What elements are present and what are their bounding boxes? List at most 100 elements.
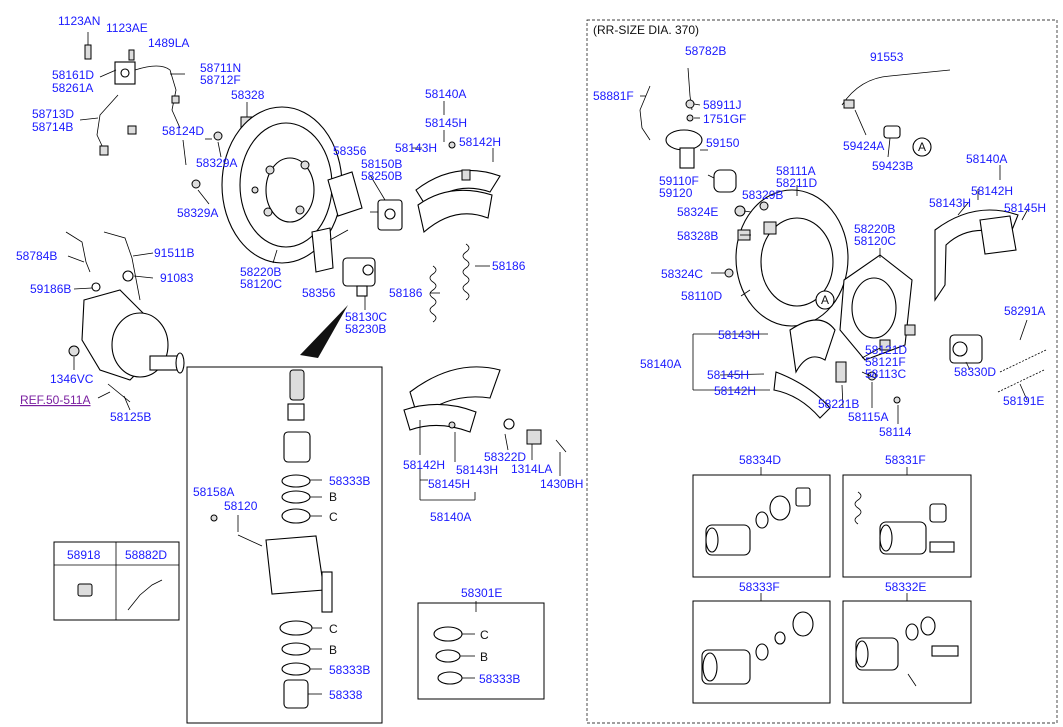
hose-58881f [639, 85, 651, 141]
label-circle-a-2: A [821, 293, 829, 307]
label-59424a: 59424A [843, 139, 884, 153]
label-58882d: 58882D [125, 548, 167, 562]
brake-line-91511b [103, 231, 141, 301]
label-58150b: 58150B [361, 157, 402, 171]
label-58142h-right-2: 58142H [714, 384, 756, 398]
label-58714b: 58714B [32, 120, 73, 134]
label-58121d: 58121D [865, 343, 907, 357]
spring-58186-a [462, 243, 470, 301]
wheel-cylinder-58130c [342, 257, 376, 297]
label-58330d: 58330D [954, 365, 996, 379]
label-58329a-2: 58329A [177, 206, 218, 220]
label-58220b-left: 58220B [240, 265, 281, 279]
label-58261a: 58261A [52, 81, 93, 95]
label-58291a: 58291A [1004, 304, 1045, 318]
label-58221b: 58221B [818, 397, 859, 411]
bolt-58324c [724, 268, 734, 278]
label-58120c-right: 58120C [854, 234, 896, 248]
label-58322d: 58322D [484, 450, 526, 464]
label-1489la: 1489LA [148, 36, 189, 50]
label-58331f: 58331F [885, 453, 926, 467]
label-58324e: 58324E [677, 205, 718, 219]
label-58881f: 58881F [593, 89, 634, 103]
bolt-1123an [84, 32, 92, 60]
label-58115a: 58115A [848, 410, 888, 424]
label-58250b: 58250B [361, 169, 402, 183]
wheel-cylinder-58330d [949, 334, 983, 364]
bolt-59423b [883, 125, 901, 139]
plug-58329a-bottom [191, 179, 201, 189]
kit-58334d-parts [705, 487, 811, 556]
nut-1314la [526, 429, 542, 445]
seal-59186b [91, 282, 101, 292]
plate-58356-bottom [311, 227, 334, 273]
rr-size-title: (RR-SIZE DIA. 370) [593, 23, 699, 37]
washer-58322d [503, 418, 515, 430]
label-59423b: 59423B [872, 159, 913, 173]
brake-carrier-58220b [839, 254, 913, 361]
label-58110d: 58110D [681, 289, 722, 303]
label-58145h-right-1: 58145H [1004, 201, 1046, 215]
wheel-cyl-58334d-frame [692, 474, 831, 578]
brake-shoe-58140a-right-bottom [773, 319, 836, 419]
zoom-pointer [300, 305, 348, 358]
label-58145h-bottom: 58145H [428, 477, 470, 491]
bolt-1123ae [128, 49, 135, 61]
label-58186-a: 58186 [492, 259, 526, 273]
label-58324c: 58324C [661, 267, 703, 281]
kit-58333f-parts [701, 611, 814, 685]
bushing-59150 [713, 169, 737, 193]
label-58143h-top: 58143H [395, 141, 437, 155]
wheel-cyl-58333f-frame [692, 600, 831, 704]
label-58142h-top: 58142H [459, 135, 501, 149]
label-58333b-1: 58333B [329, 474, 370, 488]
spring-58191e [997, 369, 1045, 393]
spring-58186-b [429, 265, 437, 323]
label-58145h-right-2: 58145H [707, 368, 749, 382]
label-c-1: C [329, 510, 338, 524]
label-58143h-right-2: 58143H [718, 328, 760, 342]
label-58130c: 58130C [345, 310, 387, 324]
valve-59110f [665, 129, 703, 169]
seal-kit-parts [433, 626, 463, 685]
label-58333b-3: 58333B [479, 672, 520, 686]
label-58712f: 58712F [200, 73, 241, 87]
label-58158a: 58158A [193, 485, 234, 499]
label-59186b: 59186B [30, 282, 71, 296]
ref-circle-a-2 [815, 290, 835, 310]
label-58121f: 58121F [865, 355, 906, 369]
cable-end-59424a [843, 99, 855, 109]
label-58333f: 58333F [739, 580, 780, 594]
brake-shoe-58140a-right-top [934, 209, 1019, 302]
label-58784b: 58784B [16, 249, 57, 263]
plug-58329a-top [213, 131, 223, 141]
seal-kit-frame [417, 602, 545, 700]
small-part-58882d [127, 579, 163, 611]
label-c-2: C [329, 622, 338, 636]
label-58333b-2: 58333B [329, 663, 370, 677]
fitting-1751gf [686, 114, 694, 122]
brake-pipe-58711n [134, 65, 181, 129]
label-58145h-top: 58145H [425, 116, 467, 130]
bolt-1430bh [555, 439, 567, 453]
label-58143h-right-1: 58143H [929, 196, 971, 210]
label-58911j: 58911J [703, 98, 741, 112]
brake-pipe-58713d [96, 94, 119, 151]
label-ref-50-511a[interactable]: REF.50-511A [20, 393, 90, 407]
adjuster-58150b [370, 199, 403, 231]
label-58120: 58120 [224, 499, 258, 513]
label-58143h-bottom: 58143H [456, 463, 498, 477]
label-1123an: 1123AN [58, 14, 100, 28]
label-58161d: 58161D [52, 68, 94, 82]
brake-shoe-58140a-bottom [403, 366, 501, 433]
label-58140a-top: 58140A [425, 87, 466, 101]
small-part-58918 [77, 583, 93, 597]
label-59150: 59150 [706, 136, 740, 150]
ref-circle-a-1 [912, 137, 932, 157]
label-58125b: 58125B [110, 410, 151, 424]
label-59110f: 59110F [659, 174, 699, 188]
label-58140a-bottom: 58140A [430, 510, 471, 524]
label-1430bh: 1430BH [540, 477, 583, 491]
label-58111a: 58111A [776, 164, 816, 178]
